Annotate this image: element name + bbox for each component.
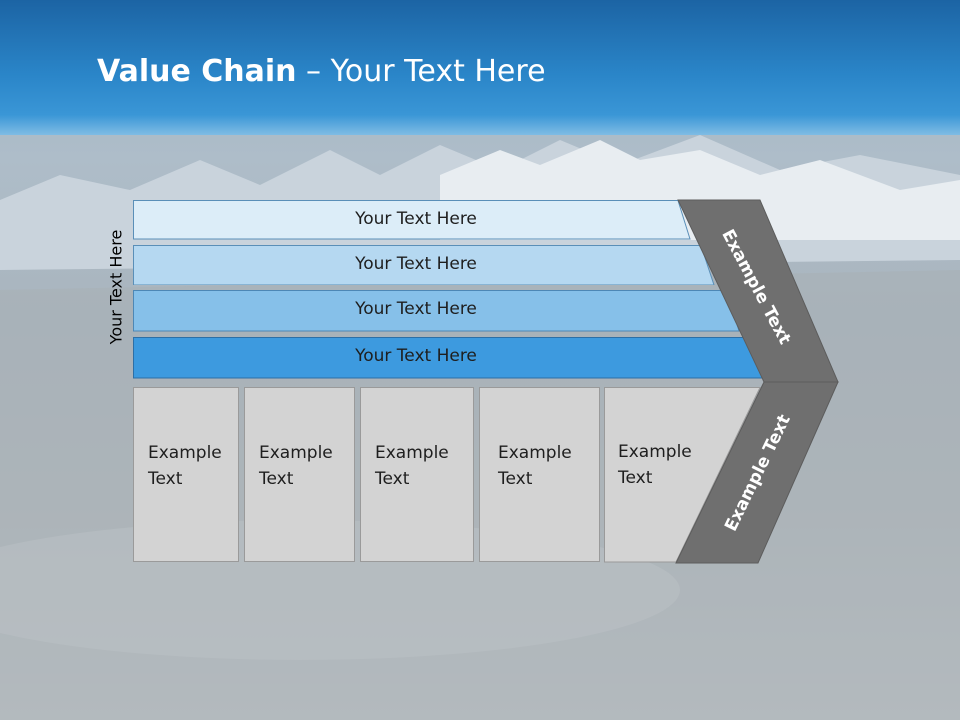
primary-box-3-line2: Text bbox=[375, 469, 410, 489]
support-bar-1-label: Your Text Here bbox=[355, 209, 477, 229]
title-bold: Value Chain bbox=[97, 54, 297, 89]
primary-box-1-line1: Example bbox=[148, 443, 222, 463]
primary-box-2-line1: Example bbox=[259, 443, 333, 463]
margin-chevron-lower bbox=[675, 381, 839, 564]
primary-box-3-line1: Example bbox=[375, 443, 449, 463]
support-bar-3-shape bbox=[133, 290, 740, 332]
header-band: Value Chain – Your Text Here bbox=[0, 0, 960, 135]
support-bar-1-shape bbox=[133, 200, 691, 240]
support-bar-4-label: Your Text Here bbox=[355, 346, 477, 366]
primary-box-4-line1: Example bbox=[498, 443, 572, 463]
support-bar-2-shape bbox=[133, 245, 715, 285]
support-bar-3-label: Your Text Here bbox=[355, 299, 477, 319]
support-bar-2-label: Your Text Here bbox=[355, 254, 477, 274]
primary-box-5-line1: Example bbox=[618, 442, 692, 462]
primary-box-2-line2: Text bbox=[259, 469, 294, 489]
primary-box-1-line2: Text bbox=[148, 469, 183, 489]
primary-box-5-line2: Text bbox=[618, 468, 653, 488]
title-rest: – Your Text Here bbox=[296, 54, 546, 89]
primary-box-4-line2: Text bbox=[498, 469, 533, 489]
page-title: Value Chain – Your Text Here bbox=[97, 54, 546, 89]
